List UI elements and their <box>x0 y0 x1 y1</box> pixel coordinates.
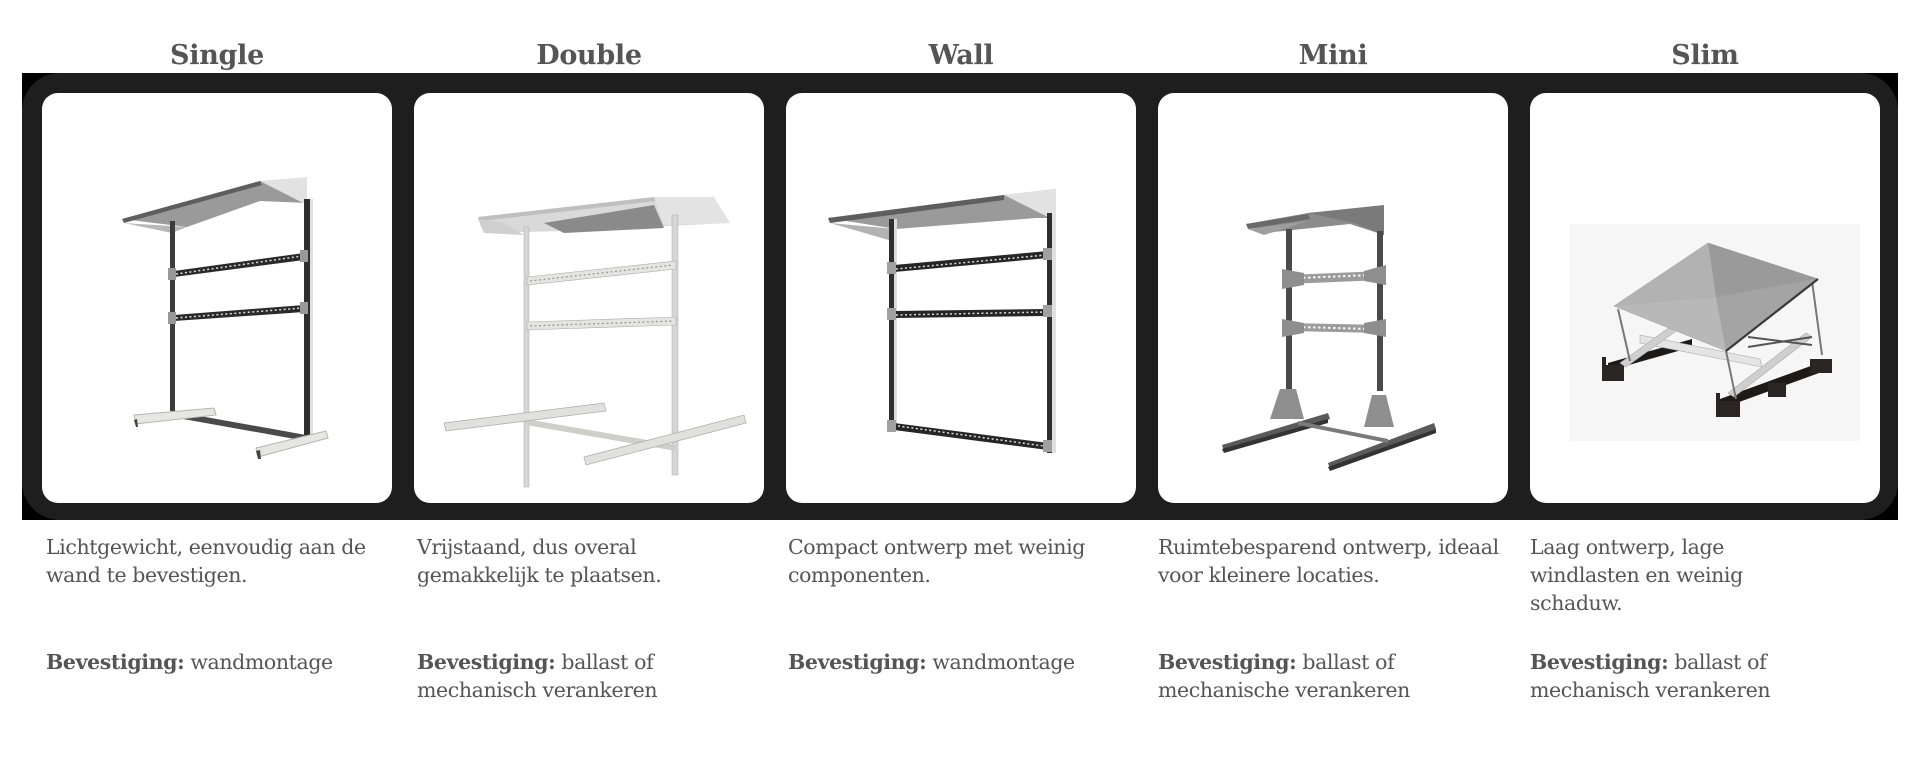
product-description-wall: Compact ontwerp met weinig componenten. … <box>788 533 1158 674</box>
wall-frame-illustration <box>828 189 1056 453</box>
product-description-slim: Laag ontwerp, lage windlasten en weinig … <box>1530 533 1800 702</box>
mounting-info: Bevestiging: ballast of mechanische vera… <box>1158 648 1468 704</box>
mounting-value: wandmontage <box>932 650 1075 674</box>
mounting-label: Bevestiging: <box>46 650 185 674</box>
mounting-info: Bevestiging: ballast of mechanisch veran… <box>1530 648 1830 704</box>
mini-frame-illustration <box>1222 205 1436 471</box>
product-card-single[interactable] <box>42 93 392 503</box>
mounting-info: Bevestiging: wandmontage <box>46 648 416 676</box>
mounting-label: Bevestiging: <box>1158 650 1297 674</box>
product-titles: Single Double Wall Mini Slim <box>0 0 1920 73</box>
mounting-label: Bevestiging: <box>788 650 927 674</box>
product-card-slim[interactable] <box>1530 93 1880 503</box>
mounting-value: ballast of mechanisch verankeren <box>1530 650 1771 702</box>
mounting-value: wandmontage <box>190 650 333 674</box>
mounting-info: Bevestiging: wandmontage <box>788 648 1158 676</box>
mounting-label: Bevestiging: <box>1530 650 1669 674</box>
product-title-single: Single <box>170 40 264 71</box>
product-image-band <box>22 73 1898 520</box>
description-text: Vrijstaand, dus overal gemakkelijk te pl… <box>417 535 662 587</box>
product-title-double: Double <box>536 40 642 71</box>
description-text: Lichtgewicht, eenvoudig aan de wand te b… <box>46 535 366 587</box>
description-text: Laag ontwerp, lage windlasten en weinig … <box>1530 535 1743 615</box>
product-title-wall: Wall <box>928 40 994 71</box>
product-description-mini: Ruimtebesparend ontwerp, ideaal voor kle… <box>1158 533 1508 702</box>
product-description-single: Lichtgewicht, eenvoudig aan de wand te b… <box>46 533 416 674</box>
mounting-info: Bevestiging: ballast of mechanisch veran… <box>417 648 717 704</box>
product-card-mini[interactable] <box>1158 93 1508 503</box>
slim-frame-illustration <box>1570 224 1860 441</box>
product-card-wall[interactable] <box>786 93 1136 503</box>
description-text: Compact ontwerp met weinig componenten. <box>788 535 1085 587</box>
mounting-value: ballast of mechanisch verankeren <box>417 650 658 702</box>
double-frame-illustration <box>443 197 747 488</box>
product-card-double[interactable] <box>414 93 764 503</box>
single-frame-illustration <box>122 177 329 459</box>
mounting-label: Bevestiging: <box>417 650 556 674</box>
mounting-value: ballast of mechanische verankeren <box>1158 650 1410 702</box>
product-title-mini: Mini <box>1298 40 1368 71</box>
product-description-double: Vrijstaand, dus overal gemakkelijk te pl… <box>417 533 717 702</box>
product-title-slim: Slim <box>1671 40 1739 71</box>
description-text: Ruimtebesparend ontwerp, ideaal voor kle… <box>1158 535 1499 587</box>
